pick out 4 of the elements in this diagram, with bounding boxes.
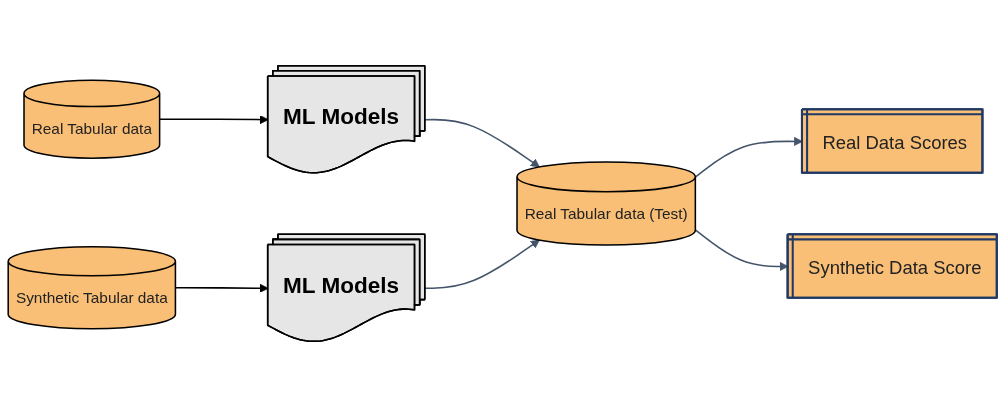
arrow — [424, 239, 540, 290]
arrow — [174, 283, 269, 293]
arrow — [424, 118, 540, 168]
arrow — [158, 115, 269, 125]
